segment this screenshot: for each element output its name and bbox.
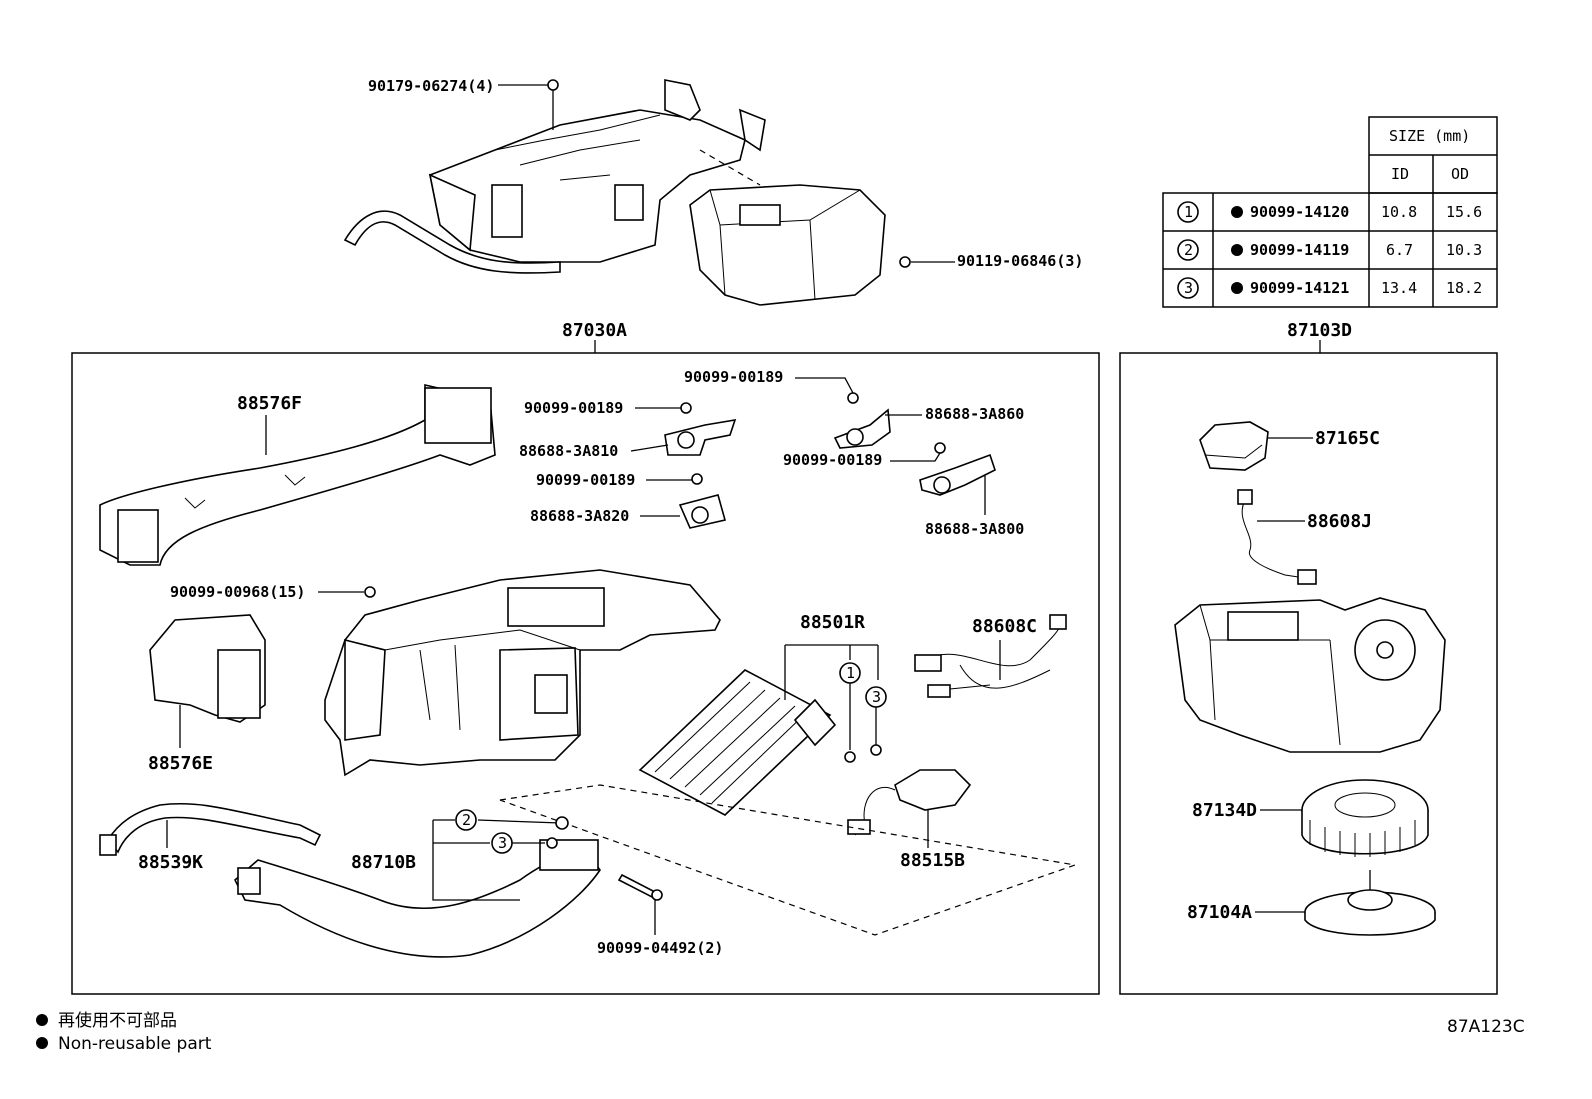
legend-bullet-icon: [36, 1037, 48, 1049]
label-90099-00189-b: 90099-00189: [536, 471, 635, 489]
wire-88608c-drawing: [914, 614, 1067, 698]
ref-circle-3-evap: 3: [872, 688, 881, 706]
label-88539K: 88539K: [138, 852, 203, 873]
tube-88710b-drawing: [234, 839, 601, 958]
top-assembly-drawing: [343, 79, 911, 306]
table-row-1-id: 10.8: [1381, 203, 1417, 221]
non-reusable-bullet-icon: [1231, 282, 1243, 294]
label-88501R: 88501R: [800, 612, 865, 633]
label-88688-3A820: 88688-3A820: [530, 507, 629, 525]
hose-88539k-drawing: [99, 802, 322, 856]
table-row-3-od: 18.2: [1446, 279, 1482, 297]
table-row-3-id: 13.4: [1381, 279, 1417, 297]
table-header-od: OD: [1451, 165, 1469, 183]
wire-88608j-drawing: [1237, 489, 1317, 585]
label-90119-06846: 90119-06846(3): [957, 252, 1083, 270]
label-87104A: 87104A: [1187, 902, 1252, 923]
table-row-3-no: 3: [1184, 279, 1193, 297]
table-row-1-no: 1: [1184, 203, 1193, 221]
label-88576E: 88576E: [148, 753, 213, 774]
size-table: [1162, 116, 1498, 308]
group-label-87103D: 87103D: [1287, 320, 1352, 341]
label-88688-3A860: 88688-3A860: [925, 405, 1024, 423]
label-88576F: 88576F: [237, 393, 302, 414]
table-row-2-id: 6.7: [1386, 241, 1413, 259]
top-leader-lines: [498, 84, 955, 263]
label-90099-00189-c: 90099-00189: [684, 368, 783, 386]
label-88608J: 88608J: [1307, 511, 1372, 532]
group-box-87103D: [1119, 352, 1498, 995]
duct-88576f-drawing: [99, 383, 496, 566]
label-87165C: 87165C: [1315, 428, 1380, 449]
ref-circle-2: 2: [462, 811, 471, 829]
ref-circle-3-tube: 3: [498, 834, 507, 852]
table-header-id: ID: [1391, 165, 1409, 183]
heater-unit-drawing: [324, 569, 721, 777]
non-reusable-bullet-icon: [1231, 244, 1243, 256]
table-row-3-part: 90099-14121: [1250, 279, 1349, 297]
dashed-grouping: [499, 784, 1076, 936]
bolt-90099-04492-drawing: [617, 873, 663, 901]
motor-87104a-drawing: [1304, 870, 1436, 936]
legend-english: Non-reusable part: [58, 1034, 212, 1054]
label-88608C: 88608C: [972, 616, 1037, 637]
label-90099-00189-a: 90099-00189: [524, 399, 623, 417]
table-row-2-no: 2: [1184, 241, 1193, 259]
label-88710B: 88710B: [351, 852, 416, 873]
group-label-87030A: 87030A: [562, 320, 627, 341]
legend-japanese: 再使用不可部品: [58, 1010, 177, 1031]
label-88688-3A810: 88688-3A810: [519, 442, 618, 460]
label-90099-04492: 90099-04492(2): [597, 939, 723, 957]
blower-case-drawing: [1174, 597, 1446, 753]
legend-bullet-icon: [36, 1014, 48, 1026]
table-row-1-part: 90099-14120: [1250, 203, 1349, 221]
servo-leader-lines: [630, 377, 986, 517]
table-row-2-part: 90099-14119: [1250, 241, 1349, 259]
thermistor-drawing: [847, 769, 972, 836]
evaporator-drawing: [638, 669, 837, 816]
table-row-1-od: 15.6: [1446, 203, 1482, 221]
label-90099-00968: 90099-00968(15): [170, 583, 305, 601]
label-90099-00189-d: 90099-00189: [783, 451, 882, 469]
group-box-87030A: [71, 352, 1100, 995]
duct-88576e-drawing: [149, 614, 266, 723]
non-reusable-bullet-icon: [1231, 206, 1243, 218]
label-90179-06274: 90179-06274(4): [368, 77, 494, 95]
table-header-size: SIZE (mm): [1389, 127, 1470, 145]
fan-87134d-drawing: [1301, 779, 1429, 857]
label-88515B: 88515B: [900, 850, 965, 871]
ref-circle-1: 1: [846, 664, 855, 682]
table-row-2-od: 10.3: [1446, 241, 1482, 259]
figure-code: 87A123C: [1447, 1017, 1525, 1037]
servo-drawings: [664, 392, 996, 529]
label-87134D: 87134D: [1192, 800, 1257, 821]
label-88688-3A800: 88688-3A800: [925, 520, 1024, 538]
resistor-87165c-drawing: [1199, 421, 1269, 471]
screw-90099-00968-icon: [364, 586, 376, 598]
